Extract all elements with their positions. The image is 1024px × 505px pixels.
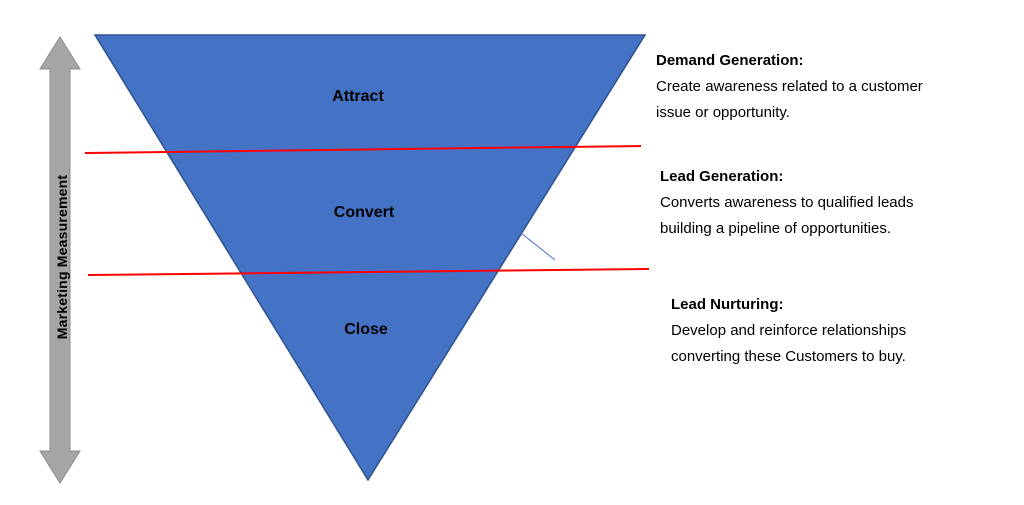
divider-line-top	[84, 145, 642, 154]
callout-connector-line	[520, 232, 556, 261]
annotation-lead-nurturing: Lead Nurturing: Develop and reinforce re…	[671, 292, 971, 370]
divider-line-bottom	[87, 268, 650, 276]
annotation-lead-generation: Lead Generation: Converts awareness to q…	[660, 164, 960, 242]
annotation-heading: Lead Nurturing:	[671, 296, 784, 313]
annotation-body: Develop and reinforce relationships conv…	[671, 322, 907, 365]
measurement-double-arrow	[39, 36, 81, 484]
annotation-demand-generation: Demand Generation: Create awareness rela…	[656, 48, 956, 126]
funnel-stage-label-close: Close	[344, 321, 388, 338]
funnel-stage-label-attract: Attract	[332, 88, 384, 105]
marketing-measurement-label: Marketing Measurement	[54, 174, 70, 340]
annotation-heading: Demand Generation:	[656, 52, 804, 69]
annotation-body: Converts awareness to qualified leads bu…	[660, 194, 914, 237]
annotation-body: Create awareness related to a customer i…	[656, 78, 923, 121]
funnel-stage-label-convert: Convert	[333, 204, 395, 221]
annotation-heading: Lead Generation:	[660, 168, 784, 185]
funnel-triangle	[93, 34, 647, 482]
